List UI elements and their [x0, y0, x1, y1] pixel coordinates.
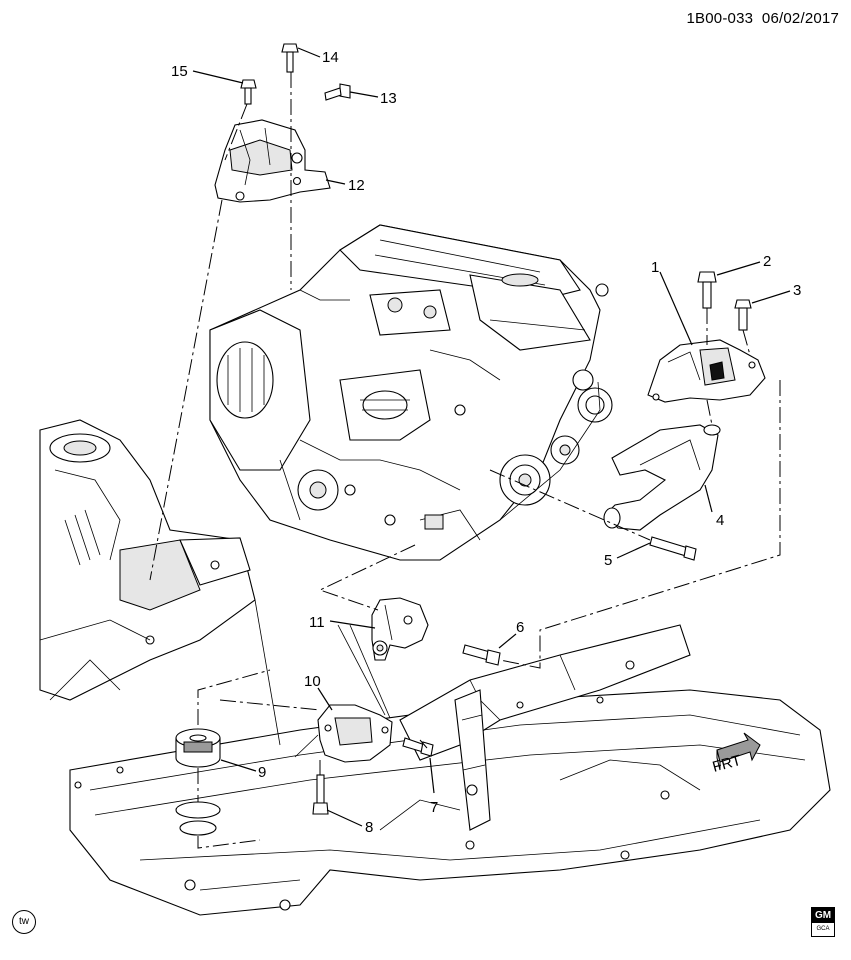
part-3-bolt	[734, 299, 752, 331]
gm-logo-bottom: GCA	[816, 926, 830, 932]
callout-1: 1	[651, 259, 659, 276]
front-direction-arrow: FRT	[711, 732, 761, 776]
engine-transaxle-assembly	[209, 224, 613, 561]
callout-numbers: 1 2 3 4 5 6 7 8 9 10 11 12 13 14 15	[171, 49, 801, 836]
part-11-bracket	[371, 597, 429, 661]
callout-5: 5	[604, 552, 612, 569]
callout-13: 13	[380, 90, 397, 107]
part-1-engine-mount	[647, 339, 766, 403]
callout-8: 8	[365, 819, 373, 836]
part-15-bolt	[240, 79, 257, 105]
tw-badge: tw	[12, 910, 36, 934]
part-8-bolt	[312, 774, 329, 815]
callout-10: 10	[304, 673, 321, 690]
callout-2: 2	[763, 253, 771, 270]
callout-15: 15	[171, 63, 188, 80]
callout-11: 11	[309, 614, 325, 631]
part-14-bolt	[281, 43, 299, 73]
callout-leaders	[192, 47, 791, 827]
part-5-bolt	[649, 536, 697, 561]
subframe-cradle	[69, 689, 831, 916]
part-6-bolt	[462, 644, 501, 666]
callout-9: 9	[258, 764, 266, 781]
callout-3: 3	[793, 282, 801, 299]
gm-logo: GM GCA	[811, 907, 835, 937]
callout-12: 12	[348, 177, 365, 194]
frame-rail	[399, 624, 691, 831]
document-header: 1B00-033 06/02/2017	[687, 10, 839, 27]
part-12-transmission-mount	[214, 119, 331, 203]
part-9-bushing	[175, 728, 221, 836]
gm-logo-top: GM	[812, 908, 834, 923]
document-id: 1B00-033	[686, 10, 754, 27]
callout-4: 4	[716, 512, 724, 529]
front-arrow-label: FRT	[711, 752, 743, 776]
callout-7: 7	[430, 799, 438, 816]
part-7-bolt	[402, 737, 434, 757]
part-4-bracket	[603, 424, 721, 531]
alignment-lines	[149, 72, 781, 849]
part-2-bolt	[697, 271, 717, 309]
part-10-bracket	[317, 704, 393, 763]
part-13-bolt	[324, 83, 351, 101]
callout-14: 14	[322, 49, 339, 66]
body-shock-tower	[39, 419, 256, 701]
callout-6: 6	[516, 619, 524, 636]
document-date: 06/02/2017	[761, 10, 839, 27]
